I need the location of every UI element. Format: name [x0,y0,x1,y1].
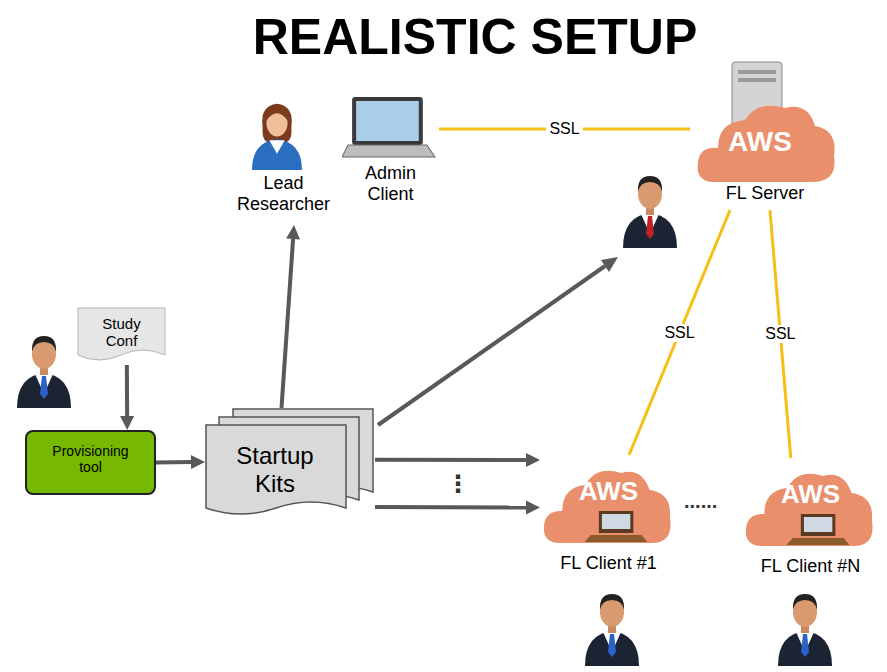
title-box: REALISTIC SETUP [130,8,820,66]
edge-label: SSL [762,325,798,343]
person-icon [17,336,71,408]
arrow-head [191,455,205,469]
arrow-head [601,257,618,272]
ellipsis-mark-box: ⋮ [446,470,470,498]
diagram-title: REALISTIC SETUP [130,8,820,66]
laptop-node: Admin Client [342,95,439,215]
node-label: AWS [559,477,659,507]
person-icon [585,594,639,666]
ellipsis-mark: ...... [684,490,717,513]
person-node: Lead Researcher [225,95,342,225]
distribution-arrow [378,266,605,425]
node-label: Lead Researcher [229,173,339,214]
node-label: Study Conf [92,315,152,350]
connector-line [629,210,730,455]
connector-line [375,458,526,462]
node-label: AWS [710,126,810,158]
connector [282,225,301,408]
connector [120,365,134,430]
node-label: FL Client #N [746,556,876,577]
connector-line [156,460,191,464]
client-node: AWS FL Client #1 [540,455,677,580]
node-label: FL Client #1 [544,553,674,574]
arrow-head [526,500,540,514]
node-label: AWS [761,480,861,510]
document-node: Study Conf [77,307,166,365]
arrow-head [526,453,540,467]
node-label: Startup Kits [225,442,325,497]
ellipsis-mark-box: ...... [684,490,717,513]
arrow-head [120,416,134,430]
connector [375,500,540,514]
edge-label-box: SSL [546,120,582,138]
edge-label: SSL [661,324,697,342]
node-label: Admin Client [346,163,436,204]
process-box: Provisioning tool [25,430,156,495]
server-node: AWS FL Server [690,60,840,210]
edge-label: SSL [546,120,582,138]
ellipsis-mark: ⋮ [446,470,470,498]
arrow-head [286,225,300,239]
client-node: AWS FL Client #N [742,458,879,583]
connector-line [125,365,129,416]
edge-label-box: SSL [762,325,798,343]
connector-line [375,505,526,509]
document-stack: Startup Kits [205,408,375,518]
person-icon [778,594,832,666]
researcher-icon [252,104,302,170]
node-label: FL Server [695,183,835,204]
edge-label-box: SSL [661,324,697,342]
connector [629,210,730,455]
node-label: Provisioning tool [41,443,141,475]
person-icon [623,176,677,248]
connector-line [282,239,294,408]
connector [156,455,205,469]
connector [375,453,540,467]
